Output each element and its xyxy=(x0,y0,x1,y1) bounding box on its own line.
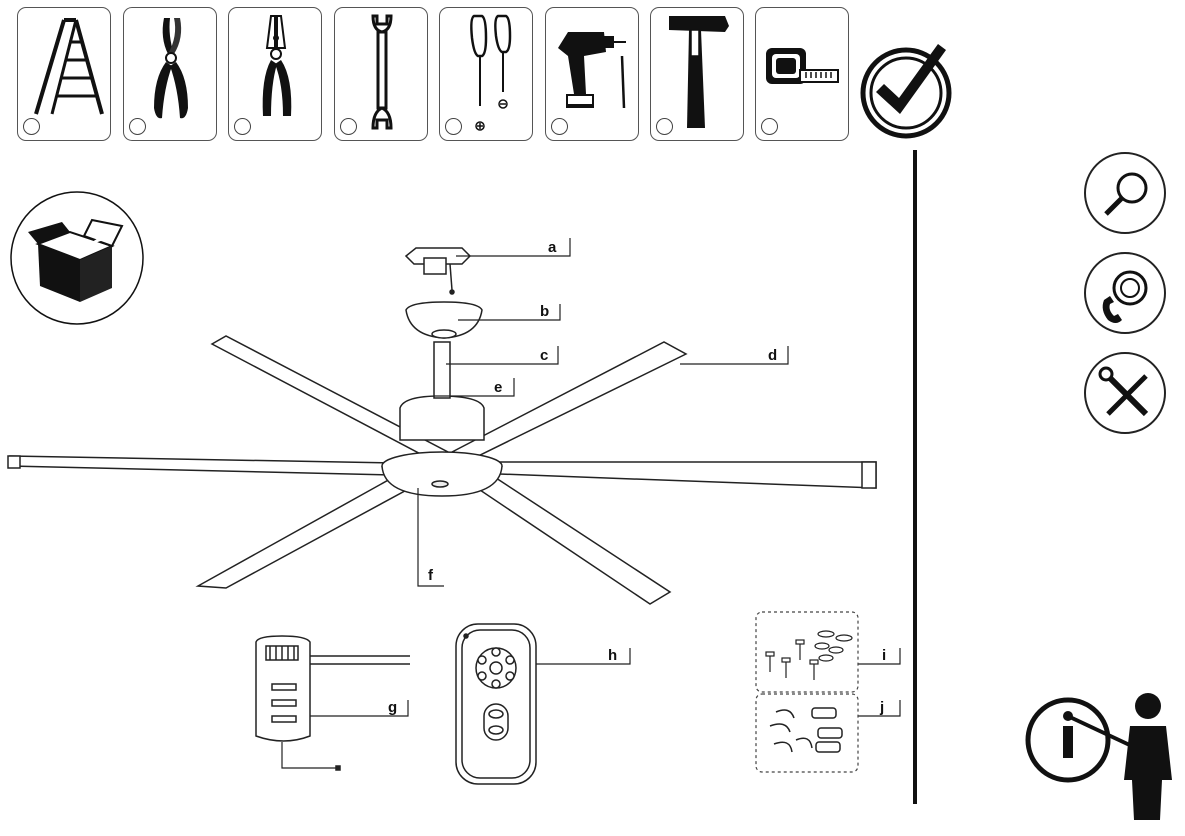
tool-card-hammer xyxy=(650,7,744,141)
side-icon-tools xyxy=(1084,352,1166,434)
part-label-b: b xyxy=(540,303,549,320)
remote-control xyxy=(455,623,537,785)
part-label-c: c xyxy=(540,347,548,364)
part-label-f: f xyxy=(428,567,434,584)
part-label-e: e xyxy=(494,379,502,396)
vertical-divider xyxy=(913,150,917,804)
magnifier-icon xyxy=(1104,172,1148,216)
tool-card-wrench xyxy=(334,7,428,141)
tool-checkbox[interactable] xyxy=(656,118,673,135)
side-icon-support xyxy=(1084,252,1166,334)
wire-stripper-icon xyxy=(262,15,292,116)
pliers-icon xyxy=(154,18,188,119)
unpack-box-icon xyxy=(10,191,144,325)
wrench-icon xyxy=(371,14,393,130)
tape-measure-icon xyxy=(766,48,839,84)
tool-checkbox[interactable] xyxy=(23,118,40,135)
tool-checkbox[interactable] xyxy=(129,118,146,135)
part-label-g: g xyxy=(388,699,397,716)
tool-checkbox[interactable] xyxy=(234,118,251,135)
tool-checkbox[interactable] xyxy=(761,118,778,135)
tool-card-tape-measure xyxy=(755,7,849,141)
hammer-icon xyxy=(669,16,729,128)
receiver-unit xyxy=(255,635,410,771)
part-label-i: i xyxy=(882,647,886,664)
part-label-a: a xyxy=(548,239,557,256)
screwdrivers-icon xyxy=(470,14,512,131)
tool-checkbox[interactable] xyxy=(340,118,357,135)
tool-card-ladder xyxy=(17,7,111,141)
drill-icon xyxy=(558,32,626,109)
hardware-bag-screws xyxy=(755,611,859,693)
hardware-bag-clips xyxy=(755,693,859,773)
tool-card-pliers xyxy=(123,7,217,141)
tool-card-screwdrivers xyxy=(439,7,533,141)
tool-checkbox[interactable] xyxy=(551,118,568,135)
tool-card-drill xyxy=(545,7,639,141)
fan-body xyxy=(381,247,503,497)
part-label-j: j xyxy=(879,699,884,716)
info-person-icon xyxy=(1025,693,1172,820)
tools-cross-icon xyxy=(1098,366,1149,417)
label-leaders xyxy=(281,238,901,769)
side-icon-magnifier xyxy=(1084,152,1166,234)
checkmark-icon xyxy=(860,44,952,139)
part-label-h: h xyxy=(608,647,617,664)
support-phone-icon xyxy=(1102,270,1148,323)
ladder-icon xyxy=(34,18,104,115)
tool-checkbox[interactable] xyxy=(445,118,462,135)
tool-card-wire-stripper xyxy=(228,7,322,141)
part-label-d: d xyxy=(768,347,777,364)
